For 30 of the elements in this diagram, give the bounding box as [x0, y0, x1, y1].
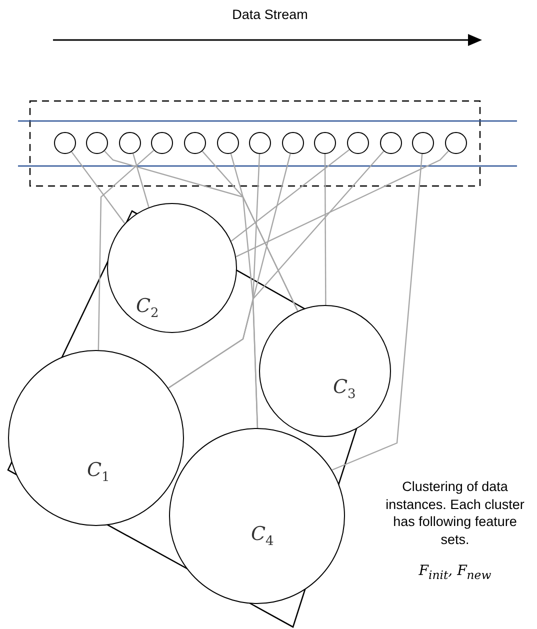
connector-line: [252, 154, 260, 428]
connector-line: [236, 150, 449, 258]
cluster-label: C$_{3}$: [333, 378, 356, 401]
data-point-circle: [184, 132, 206, 154]
data-point-circle: [412, 132, 434, 154]
data-point-circle: [282, 132, 304, 154]
data-point-circle: [54, 132, 76, 154]
connector-line: [230, 149, 350, 242]
connector-line: [168, 150, 384, 388]
description-text: Clustering of data instances. Each cluster has following feature sets.: [384, 478, 526, 548]
feature-set-formula: F$_{init}$, F$_{new}$: [418, 562, 492, 583]
connector-line: [202, 150, 298, 312]
cluster-label: C$_{1}$: [87, 461, 110, 484]
data-point-circle: [151, 132, 173, 154]
connector-line: [332, 154, 423, 471]
cluster-label: C$_{4}$: [251, 525, 274, 548]
connector-line: [98, 150, 154, 350]
connector-line: [132, 153, 150, 208]
cluster-label: C$_{2}$: [136, 297, 159, 320]
data-point-circle: [445, 132, 467, 154]
stream-label: Data Stream: [231, 6, 309, 24]
connector-line: [324, 154, 326, 305]
data-point-circle: [217, 132, 239, 154]
connector-line: [71, 151, 126, 224]
data-point-circle: [347, 132, 369, 154]
data-point-circle: [249, 132, 271, 154]
data-point-circle: [86, 132, 108, 154]
data-point-circle: [119, 132, 141, 154]
data-point-circle: [314, 132, 336, 154]
data-point-circle: [380, 132, 402, 154]
